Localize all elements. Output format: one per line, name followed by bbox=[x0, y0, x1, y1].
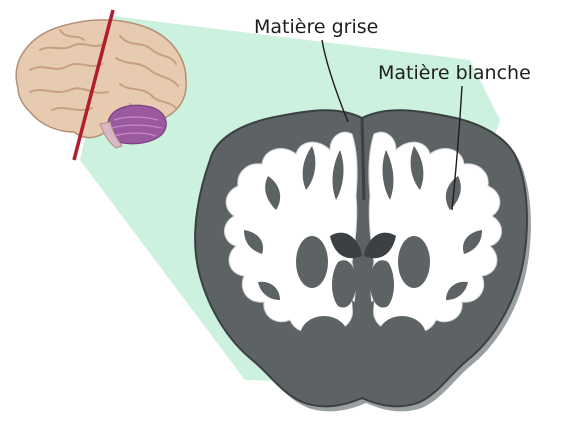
grey-matter-label: Matière grise bbox=[254, 16, 378, 38]
white-matter-label: Matière blanche bbox=[378, 62, 531, 84]
longitudinal-fissure bbox=[362, 118, 364, 200]
